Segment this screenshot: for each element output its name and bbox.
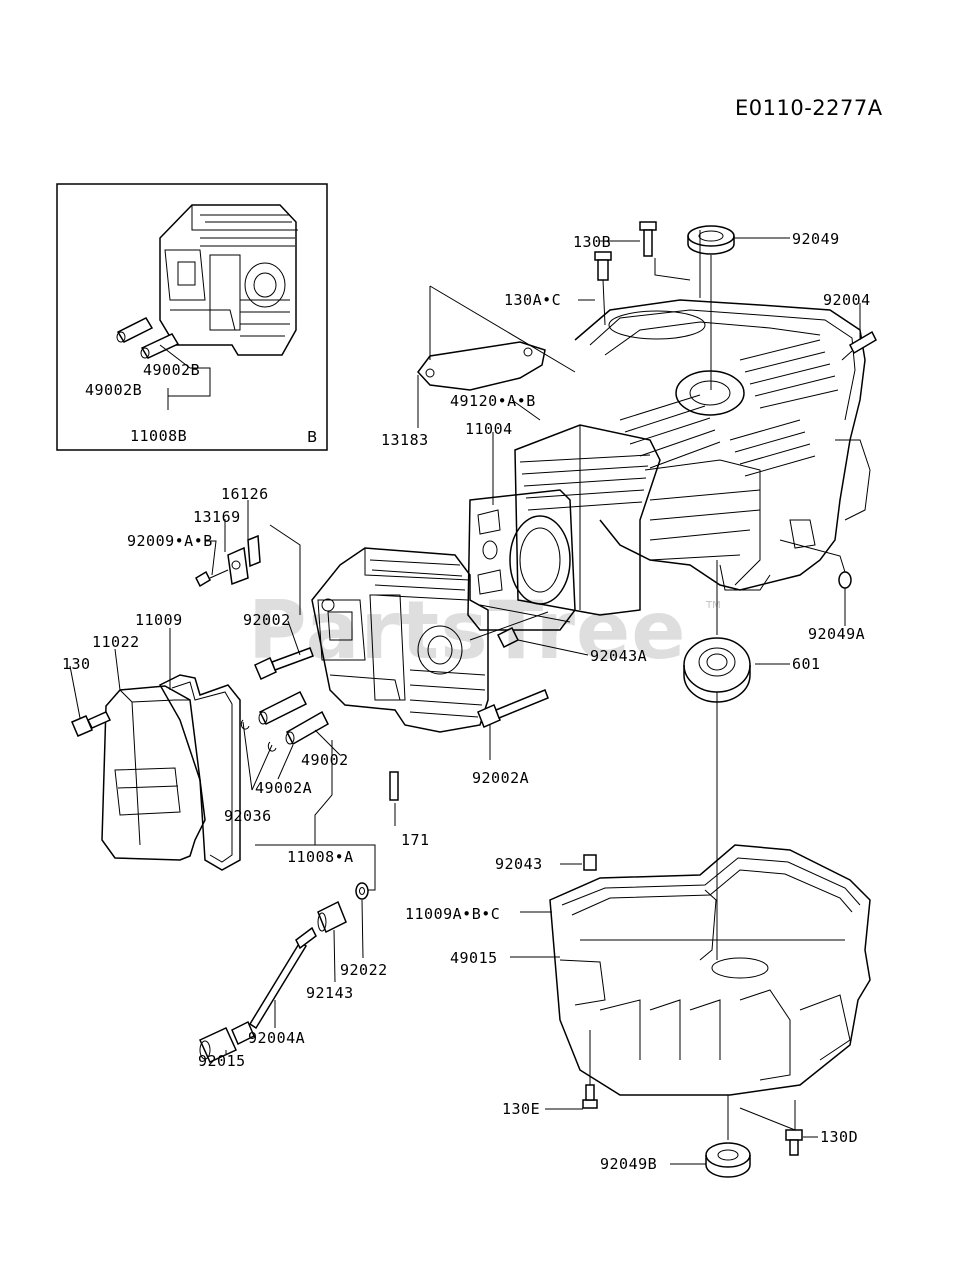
label-49002A: 49002A (255, 779, 313, 797)
bolt-92002A (477, 689, 549, 728)
label-13169: 13169 (193, 508, 241, 526)
inset-letter: B (307, 428, 318, 446)
label-11009A-B-C: 11009A•B•C (405, 905, 501, 923)
label-92043A: 92043A (590, 647, 648, 665)
stud-171 (389, 771, 399, 801)
crankcase-drawing (467, 299, 871, 631)
inset-cylinder-head-drawing (159, 204, 298, 356)
bolt-92002 (254, 647, 314, 681)
label-11004: 11004 (465, 420, 513, 438)
screw-130D (739, 1100, 803, 1156)
label-92049A: 92049A (808, 625, 866, 643)
pushrod-assembly (199, 882, 369, 1063)
head-gasket-lines (269, 524, 571, 641)
label-11009: 11009 (135, 611, 183, 629)
label-49002: 49002 (301, 751, 349, 769)
label-92015: 92015 (198, 1052, 246, 1070)
watermark: PartsTree (248, 584, 687, 677)
washer-92049A (779, 539, 852, 589)
leader-lines (69, 230, 861, 1165)
label-92049: 92049 (792, 230, 840, 248)
inset-dowel-pins (116, 317, 180, 359)
breather-cover-13183 (417, 285, 576, 391)
label-49120-A-B: 49120•A•B (450, 392, 536, 410)
label-11022: 11022 (92, 633, 140, 651)
oil-pan-drawing (549, 844, 871, 1096)
label-130E: 130E (502, 1100, 541, 1118)
label-92002A: 92002A (472, 769, 530, 787)
label-171: 171 (401, 831, 430, 849)
inset-label-11008B: 11008B (130, 427, 188, 445)
screw-130E (582, 1030, 598, 1109)
label-49015: 49015 (450, 949, 498, 967)
screw-130B (639, 221, 691, 281)
label-92036: 92036 (224, 807, 272, 825)
label-92002: 92002 (243, 611, 291, 629)
oil-seal-92049 (687, 225, 735, 390)
label-130D: 130D (820, 1128, 859, 1146)
stud-92004 (841, 330, 877, 361)
bearing-601 (683, 560, 751, 960)
inset-label-49002B-lower: 49002B (85, 381, 143, 399)
inset-label-49002B-upper: 49002B (143, 361, 201, 379)
label-92009-A-B: 92009•A•B (127, 532, 213, 550)
label-16126: 16126 (221, 485, 269, 503)
label-92004: 92004 (823, 291, 871, 309)
label-130A-C: 130A•C (504, 291, 562, 309)
clips-92036 (240, 719, 277, 791)
document-id: E0110-2277A (735, 96, 883, 120)
label-92043: 92043 (495, 855, 543, 873)
label-92143: 92143 (306, 984, 354, 1002)
pins-49002 (258, 690, 329, 746)
oil-seal-92049B (705, 1095, 751, 1178)
inset-box (56, 183, 328, 451)
bracket-13169 (195, 534, 261, 588)
label-92004A: 92004A (248, 1029, 306, 1047)
screw-130AC (594, 251, 612, 326)
watermark-trademark: TM (706, 600, 721, 611)
label-130B: 130B (573, 233, 612, 251)
rocker-cover-drawing (71, 674, 241, 871)
cylinder-head-drawing (311, 547, 489, 733)
label-92022: 92022 (340, 961, 388, 979)
label-92049B: 92049B (600, 1155, 658, 1173)
label-130: 130 (62, 655, 91, 673)
label-11008-A: 11008•A (287, 848, 354, 866)
label-13183: 13183 (381, 431, 429, 449)
label-601: 601 (792, 655, 821, 673)
